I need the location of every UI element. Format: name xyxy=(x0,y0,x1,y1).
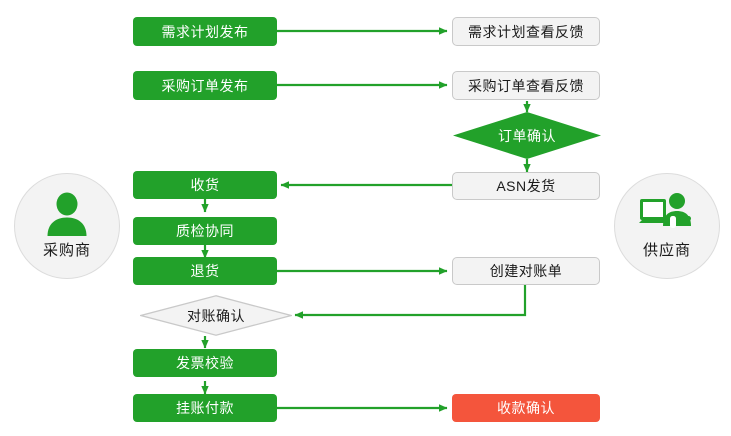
node-create-statement[interactable]: 创建对账单 xyxy=(452,257,600,285)
actor-supplier-label: 供应商 xyxy=(642,242,691,259)
actor-supplier[interactable]: 供应商 xyxy=(614,173,720,279)
node-statement-confirm[interactable]: 对账确认 xyxy=(140,295,292,336)
node-demand-plan-publish[interactable]: 需求计划发布 xyxy=(133,17,277,46)
node-order-confirm[interactable]: 订单确认 xyxy=(453,112,601,159)
diamond-shape-green xyxy=(453,112,601,159)
person-at-computer-icon xyxy=(639,192,695,236)
node-payment-confirm[interactable]: 收款确认 xyxy=(452,394,600,422)
node-receive-goods[interactable]: 收货 xyxy=(133,171,277,199)
actor-buyer-label: 采购商 xyxy=(42,242,91,259)
node-quality-check[interactable]: 质检协同 xyxy=(133,217,277,245)
actor-buyer[interactable]: 采购商 xyxy=(14,173,120,279)
node-statement-confirm-label: 对账确认 xyxy=(187,307,245,324)
node-accrual-payment[interactable]: 挂账付款 xyxy=(133,394,277,422)
node-return-goods[interactable]: 退货 xyxy=(133,257,277,285)
node-invoice-verify[interactable]: 发票校验 xyxy=(133,349,277,377)
node-po-feedback[interactable]: 采购订单查看反馈 xyxy=(452,71,600,100)
node-po-publish[interactable]: 采购订单发布 xyxy=(133,71,277,100)
edge-create-statement-to-statement-confirm xyxy=(294,285,527,319)
person-icon xyxy=(44,192,90,236)
node-order-confirm-label: 订单确认 xyxy=(498,127,556,144)
diamond-shape-gray xyxy=(140,295,292,336)
node-asn-ship[interactable]: ASN发货 xyxy=(452,172,600,200)
node-demand-plan-feedback[interactable]: 需求计划查看反馈 xyxy=(452,17,600,46)
